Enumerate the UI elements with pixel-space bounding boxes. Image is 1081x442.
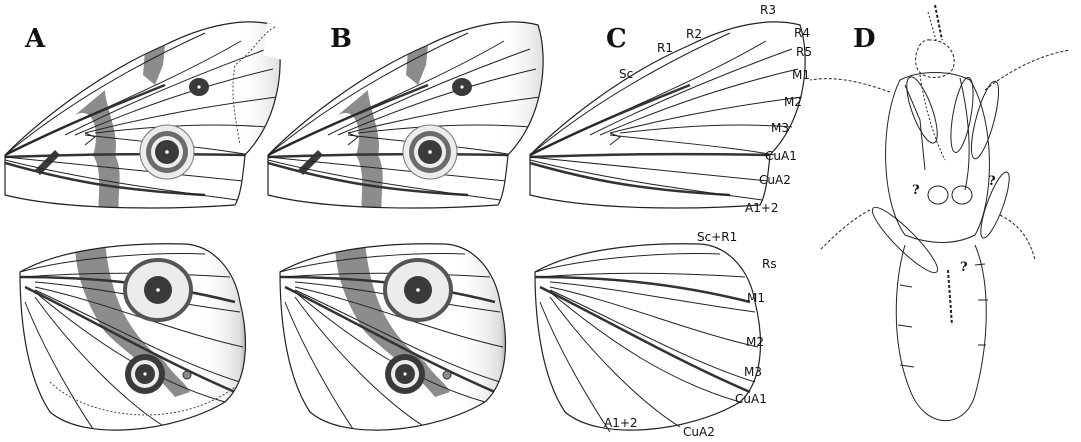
vein-label-hw-cua2: CuA2 <box>683 425 715 439</box>
vein-label-hw-a1-2: A1+2 <box>604 416 638 430</box>
vein-label-sc: Sc <box>619 67 634 81</box>
vein-label-cua2: CuA2 <box>759 173 791 187</box>
panel-d-body <box>809 4 1071 422</box>
panel-a-forewing <box>5 5 295 225</box>
vein-label-r4: R4 <box>794 26 810 40</box>
vein-label-m3: M3 <box>771 121 789 135</box>
vein-label-r5: R5 <box>796 45 812 59</box>
vein-label-hw-m2: M2 <box>746 335 764 349</box>
panel-b-forewing <box>268 5 558 225</box>
vein-label-m1: M1 <box>792 68 810 82</box>
panel-a-hindwing <box>15 232 255 442</box>
vein-label-m2: M2 <box>784 95 802 109</box>
vein-label-hw-m1: M1 <box>747 291 765 305</box>
question-mark-left: ? <box>912 183 920 198</box>
vein-label-hw-cua1: CuA1 <box>735 392 767 406</box>
panel-label-d: D <box>853 24 876 54</box>
vein-label-sc-r1: Sc+R1 <box>697 230 738 244</box>
vein-label-r1: R1 <box>657 41 673 55</box>
panel-label-b: B <box>330 24 352 54</box>
panel-b-hindwing <box>275 232 515 442</box>
vein-label-a1-2: A1+2 <box>745 201 779 215</box>
question-mark-right: ? <box>988 174 996 189</box>
vein-label-r3: R3 <box>760 3 776 17</box>
vein-label-r2: R2 <box>686 27 702 41</box>
question-mark-lower: ? <box>960 260 968 275</box>
panel-label-a: A <box>25 24 46 54</box>
vein-label-cua1: CuA1 <box>765 149 797 163</box>
panel-label-c: C <box>606 24 627 54</box>
vein-label-rs: Rs <box>762 257 777 271</box>
vein-label-hw-m3: M3 <box>744 365 762 379</box>
panel-c-hindwing <box>533 243 762 433</box>
